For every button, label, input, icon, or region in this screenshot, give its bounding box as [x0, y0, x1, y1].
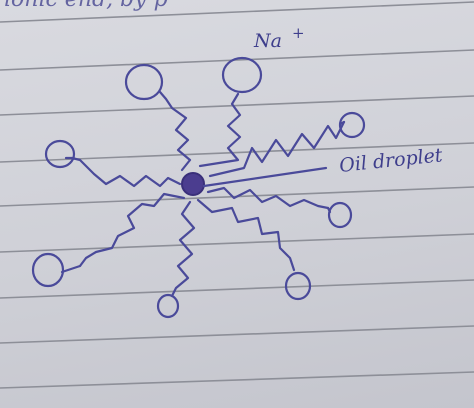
- droplet-label: Oil droplet: [338, 144, 444, 177]
- head-circle-bottom-right: [284, 271, 312, 301]
- tail-top-left: [158, 90, 192, 172]
- head-circle-left: [44, 139, 76, 169]
- tail-right-lower: [206, 186, 330, 210]
- droplet-pointer-line: [202, 166, 328, 188]
- hydrocarbon-tails: [70, 90, 346, 298]
- tail-bottom-left: [78, 192, 186, 268]
- tail-bottom-right: [196, 198, 296, 272]
- top-scribble-text: ionic end, by p: [4, 0, 168, 12]
- oil-droplet-core: [181, 172, 205, 196]
- ion-charge-label: +: [292, 24, 305, 42]
- tail-left: [70, 156, 182, 188]
- head-circle-top-right: [221, 56, 263, 94]
- head-circle-bottom: [156, 293, 180, 319]
- ruled-lines: [0, 1, 474, 389]
- tail-bottom: [170, 200, 196, 298]
- tail-right-upper: [208, 120, 346, 178]
- ion-label: Na: [253, 30, 282, 52]
- head-circle-bottom-left: [31, 252, 65, 288]
- tail-top-right: [198, 92, 242, 168]
- head-circle-top-left: [124, 63, 164, 101]
- head-circle-right-lower: [327, 201, 353, 229]
- polar-heads: [31, 56, 366, 319]
